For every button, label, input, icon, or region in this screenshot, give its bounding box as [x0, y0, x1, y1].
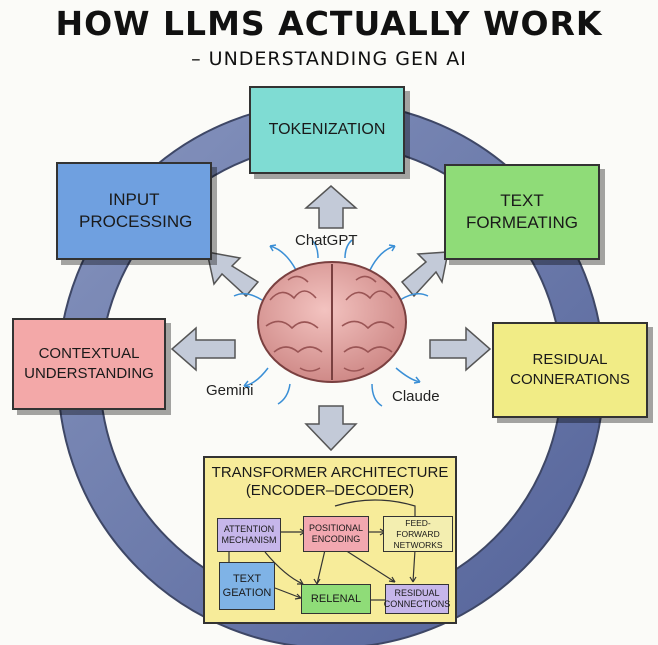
transformer-title-text: TRANSFORMER ARCHITECTURE (ENCODER–DECODE… [211, 464, 449, 499]
relenal-box: RELENAL [301, 584, 371, 614]
relenal-label: RELENAL [310, 592, 362, 605]
contextual-understanding-label: CONTEXTUAL UNDERSTANDING [24, 345, 154, 382]
residual-connections-label: RESIDUAL CONNERATIONS [510, 351, 630, 388]
feed-forward-networks-box: FEED-FORWARD NETWORKS [383, 516, 453, 552]
attention-mechanism-label: ATTENTION MECHANISM [221, 524, 277, 545]
positional-encoding-label: POSITIONAL ENCODING [308, 523, 363, 544]
page-subtitle: – UNDERSTANDING GEN AI [191, 48, 467, 70]
arrow-up-right [400, 251, 449, 298]
text-formatting-box: TEXT FORMEATING [444, 164, 600, 260]
arrow-up-left [206, 251, 260, 298]
arrow-left [170, 326, 236, 372]
claude-label: Claude [392, 388, 440, 405]
positional-encoding-box: POSITIONAL ENCODING [303, 516, 369, 552]
feed-forward-networks-label: FEED-FORWARD NETWORKS [393, 517, 443, 550]
flow-arrows [170, 185, 492, 452]
arrow-up [304, 185, 358, 229]
brain-icon [257, 261, 407, 383]
text-generation-box: TEXT GEATION [219, 562, 275, 610]
residual-connections-inner-label: RESIDUAL CONNECTIONS [383, 588, 451, 609]
contextual-understanding-box: CONTEXTUAL UNDERSTANDING [12, 318, 166, 410]
arrow-right [429, 326, 492, 372]
transformer-architecture-panel: TRANSFORMER ARCHITECTURE (ENCODER–DECODE… [203, 456, 457, 624]
brain-rays [233, 239, 429, 407]
residual-connections-inner-box: RESIDUAL CONNECTIONS [383, 584, 451, 614]
attention-mechanism-box: ATTENTION MECHANISM [217, 518, 281, 552]
transformer-title: TRANSFORMER ARCHITECTURE (ENCODER–DECODE… [205, 464, 455, 500]
input-processing-label: INPUT PROCESSING [79, 190, 193, 231]
page-title: HOW LLMS ACTUALLY WORK [55, 4, 603, 43]
chatgpt-label: ChatGPT [295, 232, 358, 249]
text-generation-label: TEXT GEATION [222, 573, 272, 599]
arrow-down [304, 405, 358, 452]
tokenization-box: TOKENIZATION [249, 86, 405, 174]
text-formatting-label: TEXT FORMEATING [465, 191, 579, 232]
tokenization-label: TOKENIZATION [268, 121, 386, 138]
gemini-label: Gemini [206, 382, 254, 399]
transformer-connections [228, 499, 417, 601]
residual-connections-box: RESIDUAL CONNERATIONS [492, 322, 648, 418]
input-processing-box: INPUT PROCESSING [56, 162, 212, 260]
